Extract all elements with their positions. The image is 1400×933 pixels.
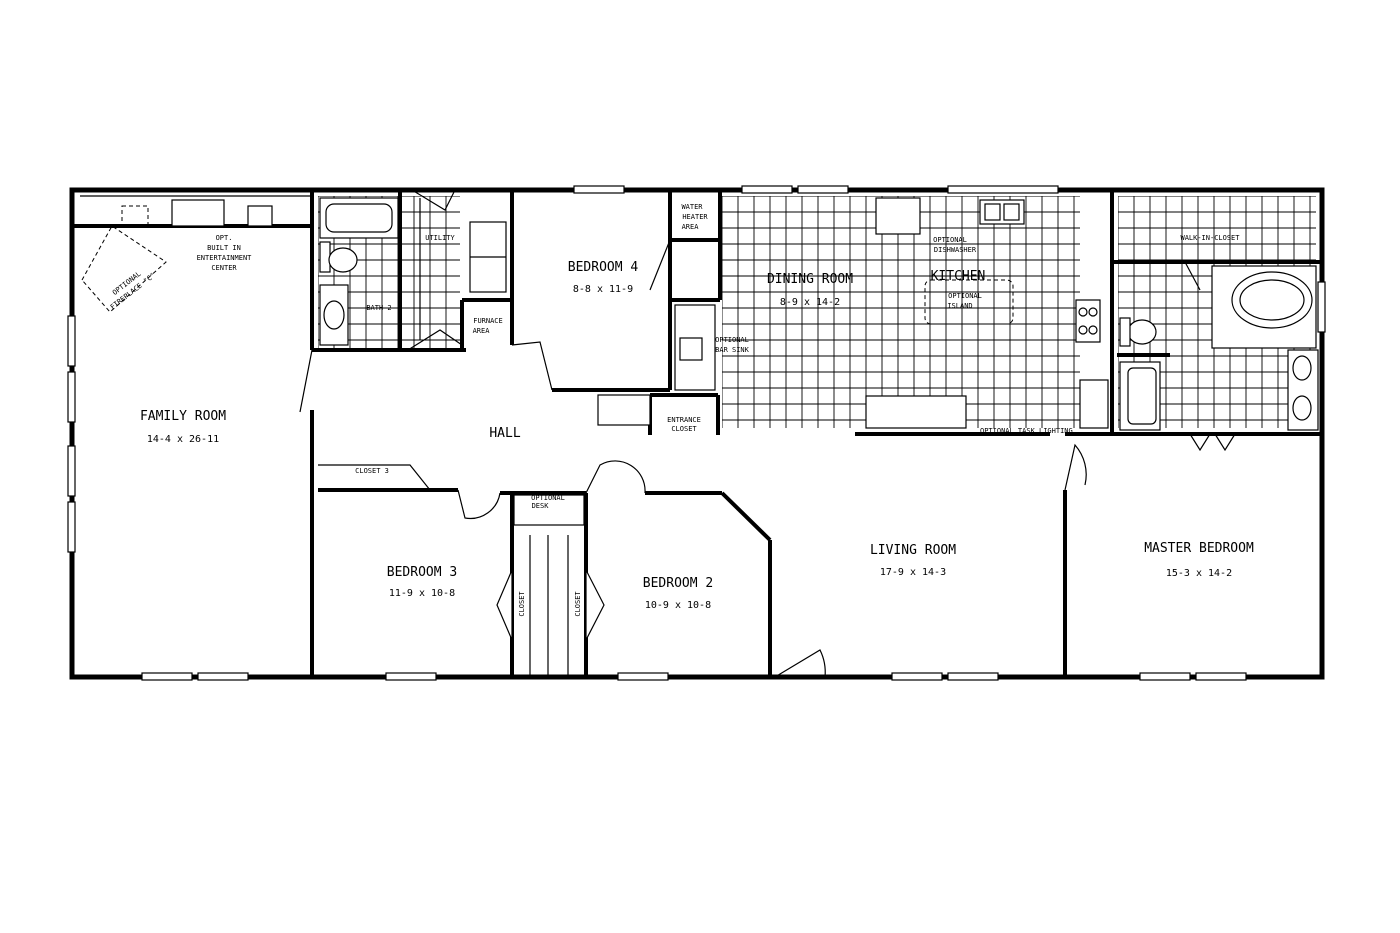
bar-sink-label: BAR SINK: [715, 346, 750, 354]
room-labels: FAMILY ROOM 14-4 x 26-11 BEDROOM 4 8-8 x…: [140, 260, 1254, 611]
ent-center-label: CENTER: [211, 264, 237, 272]
family-room-dim: 14-4 x 26-11: [147, 434, 219, 445]
bath2-label: BATH 2: [366, 304, 391, 312]
kitchen-name: KITCHEN: [931, 269, 986, 284]
family-room-name: FAMILY ROOM: [140, 409, 226, 424]
bedroom4-dim: 8-8 x 11-9: [573, 284, 633, 295]
island-label: ISLAND: [947, 302, 972, 310]
utility-label: UTILITY: [425, 234, 455, 242]
entertainment-center: [80, 195, 310, 227]
entrance-closet-label: CLOSET: [671, 425, 697, 433]
ent-opt-label: OPT.: [216, 234, 233, 242]
walk-in-closet-label: WALK-IN-CLOSET: [1180, 234, 1240, 242]
master-bedroom-name: MASTER BEDROOM: [1144, 541, 1254, 556]
ent-builtin-label: BUILT IN: [207, 244, 241, 252]
bedroom3-dim: 11-9 x 10-8: [389, 588, 455, 599]
bedroom2-dim: 10-9 x 10-8: [645, 600, 711, 611]
furnace-area-label: AREA: [473, 327, 491, 335]
dining-room-name: DINING ROOM: [767, 272, 853, 287]
master-bedroom-dim: 15-3 x 14-2: [1166, 568, 1232, 579]
bedroom2-name: BEDROOM 2: [643, 576, 713, 591]
kitchen-fixtures: [674, 197, 1109, 429]
entrance-label: ENTRANCE: [667, 416, 701, 424]
closet-b-label: CLOSET: [574, 591, 582, 617]
bath2-fixtures: [319, 197, 507, 346]
hall-name: HALL: [489, 426, 520, 441]
water-area-label: AREA: [682, 223, 700, 231]
doors: [299, 189, 1236, 678]
dishwasher-optional-label: OPTIONAL: [933, 236, 967, 244]
living-room-dim: 17-9 x 14-3: [880, 567, 946, 578]
master-bath-fixtures: [1119, 265, 1319, 431]
living-room-name: LIVING ROOM: [870, 543, 956, 558]
dining-room-dim: 8-9 x 14-2: [780, 297, 840, 308]
windows: [67, 185, 1326, 681]
water-label: WATER: [681, 203, 703, 211]
bedroom4-name: BEDROOM 4: [568, 260, 639, 275]
bedroom3-name: BEDROOM 3: [387, 565, 457, 580]
furnace-label: FURNACE: [473, 317, 503, 325]
task-lighting-label: OPTIONAL TASK LIGHTING: [980, 427, 1073, 435]
optional-fireplace: [81, 225, 167, 313]
island-optional-label: OPTIONAL: [948, 292, 982, 300]
exterior-wall: [69, 187, 1325, 680]
bar-sink-optional-label: OPTIONAL: [715, 336, 749, 344]
desk-optional-label: OPTIONAL: [531, 494, 565, 502]
dishwasher-label: DISHWASHER: [934, 246, 977, 254]
closets: [318, 394, 651, 677]
heater-label: HEATER: [682, 213, 708, 221]
desk-label: DESK: [532, 502, 550, 510]
closet-a-label: CLOSET: [518, 591, 526, 617]
closet3-label: CLOSET 3: [355, 467, 389, 475]
ent-entertainment-label: ENTERTAINMENT: [197, 254, 253, 262]
